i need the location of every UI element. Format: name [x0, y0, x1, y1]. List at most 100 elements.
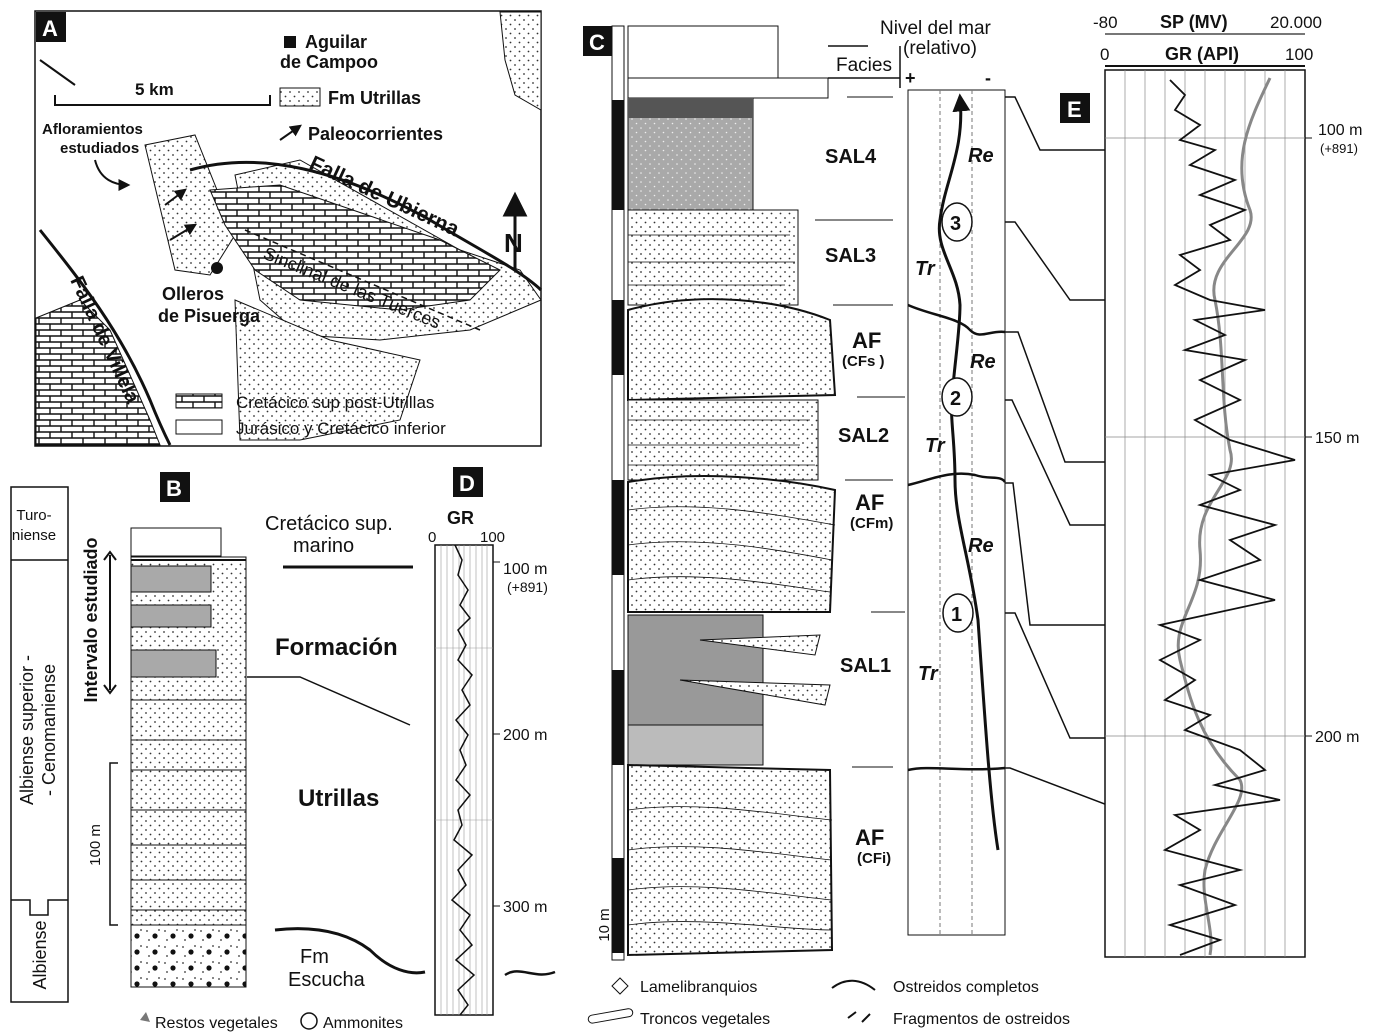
interval-label: Intervalo estudiado	[81, 537, 101, 702]
panel-b-column: Turo- niense Albiense superior - - Cenom…	[11, 472, 425, 1032]
af-i-label: AF	[855, 825, 884, 850]
sea-level-label-1: Nivel del mar	[880, 18, 992, 39]
tr-label-bot: Tr	[918, 663, 939, 685]
af-m-label: AF	[855, 490, 884, 515]
sal3-label: SAL3	[825, 245, 876, 267]
age-top-2: niense	[12, 527, 56, 544]
limestone-top	[628, 26, 778, 78]
cfm-label: (CFm)	[850, 515, 893, 532]
age-mid-2: - Cenomaniense	[39, 664, 59, 796]
panel-c-column: C 10 m Nivel del mar (relativo) Facies +…	[583, 18, 1070, 1028]
gr-max: 100	[1285, 45, 1313, 64]
legend-jur: Jurásico y Cretácico inferior	[236, 419, 446, 438]
age-mid-1: Albiense superior -	[17, 655, 37, 805]
panel-a-map: A 5 km Aguilar de Campoo Fm Utrillas Pal…	[35, 11, 541, 446]
log-e-depth-200: 200 m	[1315, 729, 1359, 746]
panel-a-letter: A	[42, 16, 58, 41]
sp-min: -80	[1093, 13, 1118, 32]
re-label-top: Re	[968, 145, 994, 167]
interval-bracket	[104, 552, 116, 693]
tr-label-mid: Tr	[925, 435, 946, 457]
sal3-bed	[628, 210, 798, 305]
oyster-fragment-icon	[848, 1012, 870, 1022]
escucha-bed	[131, 925, 246, 987]
log-d-tick-100: 100	[480, 529, 505, 546]
legend-ostr-f: Fragmentos de ostreidos	[893, 1011, 1070, 1028]
af-cfi-bed	[628, 765, 832, 955]
panel-c-letter: C	[589, 30, 605, 55]
log-e-depth-150: 150 m	[1315, 430, 1359, 447]
legend-fm: Fm Utrillas	[328, 88, 421, 108]
seq-3-label: 3	[950, 213, 961, 235]
sea-level-label-2: (relativo)	[903, 38, 977, 59]
scale-bracket	[110, 763, 118, 925]
legend-fm-swatch	[280, 88, 320, 106]
log-d-tick-0: 0	[428, 529, 436, 546]
log-d-depth-100b: (+891)	[507, 579, 548, 595]
af-s-label: AF	[852, 328, 881, 353]
log-d-depth-200: 200 m	[503, 727, 547, 744]
map-scale-label: 5 km	[135, 80, 174, 99]
minus-label: -	[985, 68, 991, 88]
re-label-mid: Re	[970, 351, 996, 373]
sal1-label: SAL1	[840, 655, 891, 677]
escucha-label-2: Escucha	[288, 969, 366, 991]
facies-label: Facies	[836, 55, 892, 76]
age-bot: Albiense	[30, 920, 50, 989]
age-top-1: Turo-	[16, 507, 51, 524]
legend-jur-swatch	[176, 420, 222, 434]
ammonite-icon	[301, 1013, 317, 1029]
town-symbol	[284, 36, 296, 48]
log-d-depth-300: 300 m	[503, 899, 547, 916]
gr-min: 0	[1100, 45, 1109, 64]
plant-icon	[140, 1012, 150, 1022]
panel-d-letter: D	[459, 471, 475, 496]
plus-label: +	[905, 68, 916, 88]
marine-label-1: Cretácico sup.	[265, 513, 393, 535]
panel-e-log: -80 SP (MV) 20.000 0 GR (API) 100 E 100 …	[1060, 12, 1362, 957]
log-e-depth-100b: (+891)	[1320, 141, 1358, 156]
formation-label: Formación	[275, 634, 398, 661]
legend-lamel: Lamelibranquios	[640, 979, 757, 996]
seq-1-label: 1	[951, 604, 962, 626]
lamelibranch-icon	[612, 978, 628, 994]
re-label-bot: Re	[968, 535, 994, 557]
scale-b-label: 100 m	[87, 824, 104, 866]
seq-2-label: 2	[950, 388, 961, 410]
legend-town: Aguilar	[305, 32, 367, 52]
af-cfs-bed	[628, 299, 835, 400]
legend-troncos: Troncos vegetales	[640, 1011, 770, 1028]
legend-cret-swatch	[176, 394, 222, 408]
panel-d-log: D GR 0 100 100 m (+891) 200 m 300 m	[428, 467, 555, 1015]
legend-ammo: Ammonites	[323, 1015, 403, 1032]
tr-label-top: Tr	[915, 258, 936, 280]
oyster-complete-icon	[832, 981, 875, 990]
legend-town2: de Campoo	[280, 52, 378, 72]
legend-cret: Cretácico sup post-Utrillas	[236, 393, 434, 412]
panel-b-letter: B	[166, 476, 182, 501]
log-d-depth-100: 100 m	[503, 561, 547, 578]
olleros-point	[211, 262, 223, 274]
legend-paleo: Paleocorrientes	[308, 124, 443, 144]
sp-max: 20.000	[1270, 13, 1322, 32]
sal4-label: SAL4	[825, 146, 877, 168]
legend-ostr-c: Ostreidos completos	[893, 979, 1039, 996]
log-e-depth-100: 100 m	[1318, 122, 1362, 139]
cfs-label: (CFs )	[842, 353, 885, 370]
panel-e-letter: E	[1067, 97, 1082, 122]
olleros-label-1: Olleros	[162, 284, 224, 304]
marine-top-bed	[131, 528, 221, 556]
log-trunk-icon	[588, 1008, 634, 1024]
sp-label: SP (MV)	[1160, 12, 1228, 32]
outcrops-label-2: estudiados	[60, 140, 139, 157]
legend-plants: Restos vegetales	[155, 1015, 278, 1032]
north-label: N	[504, 228, 523, 258]
cfi-label: (CFi)	[857, 850, 891, 867]
escucha-label-1: Fm	[300, 946, 329, 968]
outcrops-label-1: Afloramientos	[42, 121, 143, 138]
utrillas-label: Utrillas	[298, 785, 379, 812]
gr-label: GR (API)	[1165, 44, 1239, 64]
marine-label-2: marino	[293, 535, 354, 557]
scale-c-label: 10 m	[596, 908, 613, 941]
